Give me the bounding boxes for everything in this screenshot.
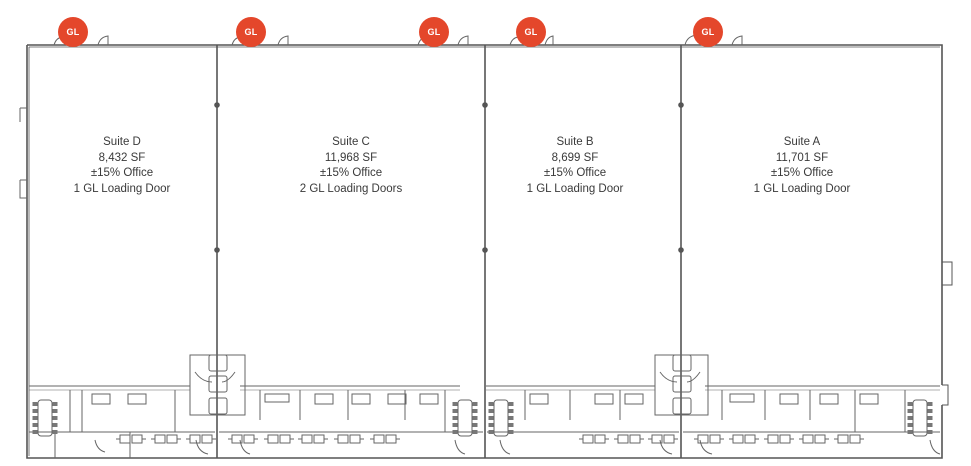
chair: [52, 402, 58, 406]
chair: [508, 430, 514, 434]
suite-office: ±15% Office: [319, 167, 383, 179]
building-shell: [26, 44, 953, 459]
gl-loading-door-badge: GL: [419, 17, 449, 47]
office-band: [29, 385, 941, 458]
suite-area: 8,699 SF: [551, 151, 599, 164]
chair: [488, 430, 494, 434]
west-doors: [19, 107, 27, 199]
workstation-cluster: [614, 434, 644, 444]
chair: [472, 416, 478, 420]
suite-name: Suite C: [332, 136, 370, 148]
suite-area: 11,968 SF: [324, 151, 378, 164]
chair: [32, 416, 38, 420]
workstation-cluster: [298, 434, 328, 444]
suite-label-b: Suite B 8,699 SF ±15% Office 1 GL Loadin…: [490, 135, 660, 197]
gl-loading-door-badge: GL: [58, 17, 88, 47]
workstation-cluster: [116, 434, 146, 444]
suite-area: 8,432 SF: [98, 151, 146, 164]
chair: [927, 423, 933, 427]
conference-tables: [37, 399, 928, 437]
workstation-cluster: [694, 434, 724, 444]
suite-label-c: Suite C 11,968 SF ±15% Office 2 GL Loadi…: [266, 135, 436, 197]
workstation-cluster: [264, 434, 294, 444]
chair: [508, 416, 514, 420]
north-doors: [53, 34, 743, 46]
chair: [927, 409, 933, 413]
chair: [508, 402, 514, 406]
chair: [907, 409, 913, 413]
chair: [452, 409, 458, 413]
chair: [472, 430, 478, 434]
suite-doors: 1 GL Loading Door: [753, 182, 851, 195]
chair: [452, 402, 458, 406]
chair: [907, 430, 913, 434]
suite-label-d: Suite D 8,432 SF ±15% Office 1 GL Loadin…: [37, 135, 207, 197]
chair: [927, 430, 933, 434]
suite-name: Suite D: [103, 136, 141, 148]
suite-doors: 1 GL Loading Door: [526, 182, 624, 195]
conference-chairs: [32, 402, 933, 434]
workstation-cluster: [334, 434, 364, 444]
suite-label-a: Suite A 11,701 SF ±15% Office 1 GL Loadi…: [717, 135, 887, 197]
chair: [488, 409, 494, 413]
workstation-cluster: [151, 434, 181, 444]
workstation-cluster: [228, 434, 258, 444]
chair: [452, 430, 458, 434]
chair: [907, 416, 913, 420]
workstation-cluster: [729, 434, 759, 444]
demising-walls: [214, 45, 684, 458]
chair: [52, 430, 58, 434]
chair: [32, 409, 38, 413]
workstation-cluster: [186, 434, 216, 444]
workstation-cluster: [764, 434, 794, 444]
suite-name: Suite A: [783, 136, 821, 148]
chair: [32, 423, 38, 427]
chair: [508, 423, 514, 427]
chair: [927, 402, 933, 406]
chair: [52, 416, 58, 420]
workstations: [116, 434, 864, 444]
suite-doors: 2 GL Loading Doors: [299, 182, 403, 195]
chair: [52, 409, 58, 413]
chair: [32, 402, 38, 406]
suite-office: ±15% Office: [90, 167, 154, 179]
chair: [452, 423, 458, 427]
office-desks: [91, 393, 879, 405]
suite-name: Suite B: [556, 136, 594, 148]
chair: [927, 416, 933, 420]
gl-loading-door-badge: GL: [516, 17, 546, 47]
chair: [32, 430, 38, 434]
workstation-cluster: [648, 434, 678, 444]
chair: [508, 409, 514, 413]
chair: [488, 402, 494, 406]
workstation-cluster: [579, 434, 609, 444]
chair: [488, 423, 494, 427]
chair: [907, 423, 913, 427]
suite-area: 11,701 SF: [775, 151, 829, 164]
gl-loading-door-badge: GL: [693, 17, 723, 47]
workstation-cluster: [834, 434, 864, 444]
chair: [907, 402, 913, 406]
workstation-cluster: [370, 434, 400, 444]
chair: [488, 416, 494, 420]
gl-loading-door-badge: GL: [236, 17, 266, 47]
suite-doors: 1 GL Loading Door: [73, 182, 171, 195]
chair: [472, 402, 478, 406]
chair: [472, 409, 478, 413]
suite-office: ±15% Office: [543, 167, 607, 179]
chair: [452, 416, 458, 420]
chair: [52, 423, 58, 427]
workstation-cluster: [799, 434, 829, 444]
suite-office: ±15% Office: [770, 167, 834, 179]
restroom-cores: [189, 354, 709, 416]
chair: [472, 423, 478, 427]
